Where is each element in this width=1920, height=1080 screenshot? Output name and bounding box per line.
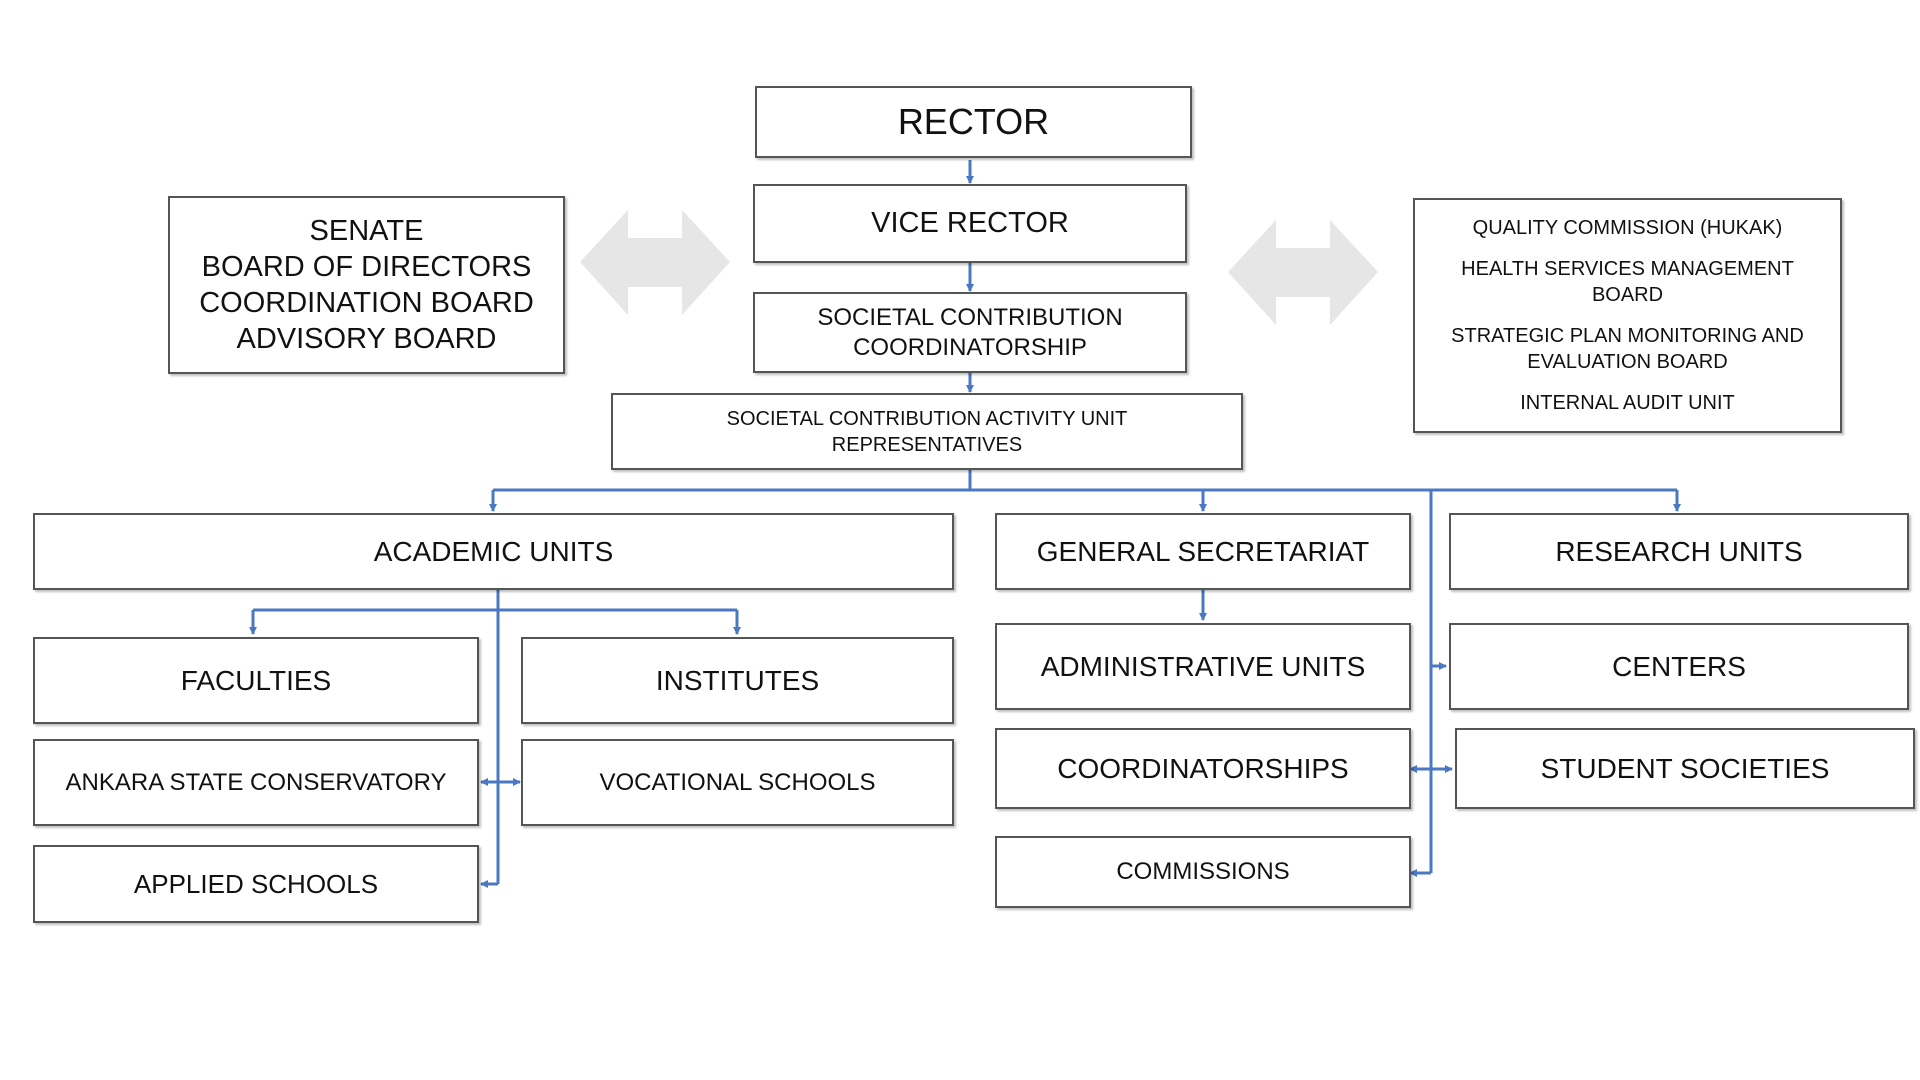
governing-boards-box: SENATE BOARD OF DIRECTORS COORDINATION B… bbox=[168, 196, 565, 374]
research-units-box: RESEARCH UNITS bbox=[1449, 513, 1909, 590]
vice-rector-box: VICE RECTOR bbox=[753, 184, 1187, 263]
research-units-label: RESEARCH UNITS bbox=[1555, 535, 1803, 567]
student-societies-box: STUDENT SOCIETIES bbox=[1455, 728, 1915, 809]
academic-units-box: ACADEMIC UNITS bbox=[33, 513, 954, 590]
centers-box: CENTERS bbox=[1449, 623, 1909, 710]
coordinatorships-label: COORDINATORSHIPS bbox=[1057, 752, 1349, 784]
centers-label: CENTERS bbox=[1612, 650, 1746, 682]
activity-unit-line-2: REPRESENTATIVES bbox=[831, 433, 1023, 456]
strategic-plan-board: STRATEGIC PLAN MONITORING AND EVALUATION… bbox=[1451, 325, 1804, 373]
academic-units-label: ACADEMIC UNITS bbox=[373, 535, 614, 567]
applied-schools-label: APPLIED SCHOOLS bbox=[133, 868, 379, 899]
societal-coord-line-1: SOCIETAL CONTRIBUTION bbox=[817, 303, 1123, 331]
double-arrow-icon bbox=[1228, 220, 1378, 325]
vocational-schools-label: VOCATIONAL SCHOOLS bbox=[599, 768, 876, 796]
conservatory-box: ANKARA STATE CONSERVATORY bbox=[33, 739, 479, 826]
societal-coord-line-2: COORDINATORSHIP bbox=[853, 333, 1087, 361]
health-services-board: HEALTH SERVICES MANAGEMENT BOARD bbox=[1461, 258, 1794, 306]
board-senate: SENATE bbox=[309, 215, 424, 247]
vice-rector-label: VICE RECTOR bbox=[871, 207, 1069, 239]
societal-contribution-coordinatorship-box: SOCIETAL CONTRIBUTION COORDINATORSHIP bbox=[753, 292, 1187, 373]
activity-unit-line-1: SOCIETAL CONTRIBUTION ACTIVITY UNIT bbox=[726, 407, 1128, 430]
coordinatorships-box: COORDINATORSHIPS bbox=[995, 728, 1411, 809]
board-directors: BOARD OF DIRECTORS bbox=[201, 251, 532, 283]
board-coordination: COORDINATION BOARD bbox=[199, 287, 534, 319]
general-secretariat-label: GENERAL SECRETARIAT bbox=[1036, 535, 1370, 567]
applied-schools-box: APPLIED SCHOOLS bbox=[33, 845, 479, 923]
faculties-box: FACULTIES bbox=[33, 637, 479, 724]
institutes-label: INSTITUTES bbox=[655, 664, 820, 696]
rector-box: RECTOR bbox=[755, 86, 1192, 158]
internal-audit-unit: INTERNAL AUDIT UNIT bbox=[1520, 392, 1735, 414]
administrative-units-box: ADMINISTRATIVE UNITS bbox=[995, 623, 1411, 710]
faculties-label: FACULTIES bbox=[180, 664, 332, 696]
commissions-box: COMMISSIONS bbox=[995, 836, 1411, 908]
administrative-units-label: ADMINISTRATIVE UNITS bbox=[1040, 650, 1366, 682]
rector-label: RECTOR bbox=[897, 101, 1050, 142]
board-advisory: ADVISORY BOARD bbox=[236, 323, 497, 355]
quality-commission: QUALITY COMMISSION (HUKAK) bbox=[1472, 217, 1783, 239]
student-societies-label: STUDENT SOCIETIES bbox=[1540, 752, 1830, 784]
activity-unit-representatives-box: SOCIETAL CONTRIBUTION ACTIVITY UNIT REPR… bbox=[611, 393, 1243, 470]
institutes-box: INSTITUTES bbox=[521, 637, 954, 724]
commissions-label: COMMISSIONS bbox=[1116, 858, 1290, 885]
vocational-schools-box: VOCATIONAL SCHOOLS bbox=[521, 739, 954, 826]
general-secretariat-box: GENERAL SECRETARIAT bbox=[995, 513, 1411, 590]
conservatory-label: ANKARA STATE CONSERVATORY bbox=[65, 768, 447, 796]
quality-boards-box: QUALITY COMMISSION (HUKAK) HEALTH SERVIC… bbox=[1413, 198, 1842, 433]
double-arrow-icon bbox=[580, 210, 730, 315]
